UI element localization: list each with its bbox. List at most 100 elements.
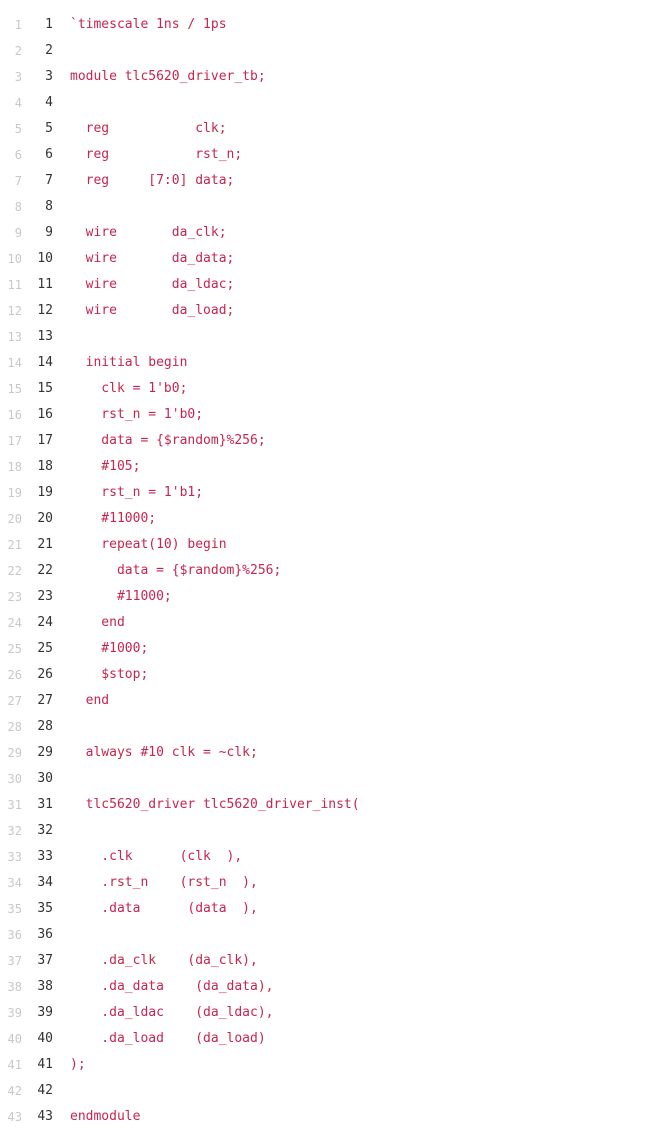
code-text: clk = 1'b0; — [70, 381, 188, 396]
line-number: 9 — [45, 225, 53, 240]
gutter-line-number: 29 — [7, 746, 22, 760]
code-text: wire da_load; — [70, 303, 235, 318]
gutter-line-number: 42 — [7, 1084, 22, 1098]
code-line: 24 24 end — [0, 610, 662, 636]
line-number: 34 — [37, 875, 53, 890]
code-line: 18 18 #105; — [0, 454, 662, 480]
gutter-line-number: 2 — [14, 44, 22, 58]
line-number: 22 — [37, 563, 53, 578]
line-number: 18 — [37, 459, 53, 474]
gutter-line-number: 43 — [7, 1110, 22, 1124]
code-text: $stop; — [70, 667, 149, 682]
code-text: wire da_ldac; — [70, 277, 235, 292]
code-text: #11000; — [70, 589, 172, 604]
line-number: 4 — [45, 95, 53, 110]
line-number: 10 — [37, 251, 53, 266]
line-number: 23 — [37, 589, 53, 604]
code-text: tlc5620_driver tlc5620_driver_inst( — [70, 797, 360, 812]
line-number: 31 — [37, 797, 53, 812]
gutter-line-number: 27 — [7, 694, 22, 708]
gutter-line-number: 10 — [7, 252, 22, 266]
code-text: #105; — [70, 459, 141, 474]
line-number: 26 — [37, 667, 53, 682]
line-number: 21 — [37, 537, 53, 552]
code-line: 15 15 clk = 1'b0; — [0, 376, 662, 402]
code-text: data = {$random}%256; — [70, 433, 266, 448]
line-number: 14 — [37, 355, 53, 370]
gutter-line-number: 32 — [7, 824, 22, 838]
gutter-line-number: 7 — [14, 174, 22, 188]
gutter-line-number: 16 — [7, 408, 22, 422]
line-number: 28 — [37, 719, 53, 734]
code-text: reg clk; — [70, 121, 227, 136]
gutter-line-number: 17 — [7, 434, 22, 448]
line-number: 37 — [37, 953, 53, 968]
code-line: 17 17 data = {$random}%256; — [0, 428, 662, 454]
line-number: 15 — [37, 381, 53, 396]
gutter-line-number: 38 — [7, 980, 22, 994]
gutter-line-number: 41 — [7, 1058, 22, 1072]
code-text: #1000; — [70, 641, 149, 656]
line-number: 32 — [37, 823, 53, 838]
line-number: 42 — [37, 1083, 53, 1098]
line-number: 17 — [37, 433, 53, 448]
gutter-line-number: 35 — [7, 902, 22, 916]
code-line: 32 32 — [0, 818, 662, 844]
line-number: 33 — [37, 849, 53, 864]
code-line: 42 42 — [0, 1078, 662, 1104]
line-number: 36 — [37, 927, 53, 942]
gutter-line-number: 28 — [7, 720, 22, 734]
code-text: data = {$random}%256; — [70, 563, 282, 578]
line-number: 40 — [37, 1031, 53, 1046]
code-text: .da_ldac (da_ldac), — [70, 1005, 274, 1020]
code-text: rst_n = 1'b0; — [70, 407, 204, 422]
gutter-line-number: 1 — [14, 18, 22, 32]
gutter-line-number: 26 — [7, 668, 22, 682]
line-number: 6 — [45, 147, 53, 162]
gutter-line-number: 24 — [7, 616, 22, 630]
line-number: 13 — [37, 329, 53, 344]
line-number: 43 — [37, 1109, 53, 1124]
gutter-line-number: 12 — [7, 304, 22, 318]
line-number: 24 — [37, 615, 53, 630]
gutter-line-number: 36 — [7, 928, 22, 942]
gutter-line-number: 18 — [7, 460, 22, 474]
gutter-line-number: 8 — [14, 200, 22, 214]
code-line: 31 31 tlc5620_driver tlc5620_driver_inst( — [0, 792, 662, 818]
code-text: end — [70, 615, 125, 630]
gutter-line-number: 19 — [7, 486, 22, 500]
gutter-line-number: 20 — [7, 512, 22, 526]
gutter-line-number: 31 — [7, 798, 22, 812]
gutter-line-number: 15 — [7, 382, 22, 396]
code-text: rst_n = 1'b1; — [70, 485, 204, 500]
code-text: endmodule — [70, 1109, 141, 1124]
line-number: 25 — [37, 641, 53, 656]
gutter-line-number: 21 — [7, 538, 22, 552]
line-number: 7 — [45, 173, 53, 188]
line-number: 41 — [37, 1057, 53, 1072]
gutter-line-number: 40 — [7, 1032, 22, 1046]
line-number: 38 — [37, 979, 53, 994]
